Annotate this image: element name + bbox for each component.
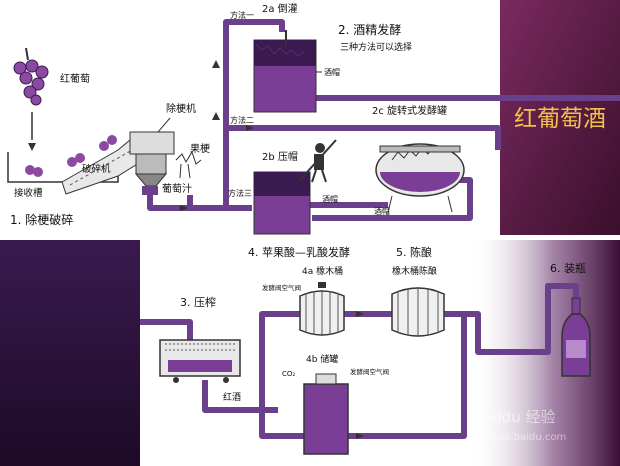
storage-tank-4b: [303, 373, 349, 455]
label-valve-4a: 发酵阀空气阀: [262, 283, 301, 292]
label-receiving-tank: 接收槽: [14, 187, 43, 199]
arrow-up-method1: [212, 60, 220, 68]
stems-pile: [175, 150, 202, 179]
label-cap-2c: 酒帽: [374, 206, 390, 216]
step6-label: 6. 装瓶: [550, 261, 586, 275]
label-co2: CO₂: [282, 370, 295, 378]
label-cap-2b: 酒帽: [322, 194, 338, 204]
label-red-wine: 红酒: [223, 391, 241, 403]
label-crusher: 破碎机: [82, 163, 111, 175]
step4a-label: 4a 橡木桶: [302, 265, 343, 277]
banner-title: 红葡萄酒: [514, 106, 606, 132]
arrow-right-bottom: [356, 433, 364, 439]
pipe-method2: [226, 125, 501, 150]
label-stems: 果梗: [190, 142, 210, 155]
label-method1: 方法一: [230, 10, 254, 20]
label-method3: 方法三: [228, 188, 252, 198]
step5-sub-label: 橡木桶陈酿: [392, 265, 437, 277]
watermark-url: jingyan.baidu.com: [473, 432, 566, 443]
step3-label: 3. 压榨: [180, 295, 216, 309]
label-cap-2a: 酒帽: [324, 67, 340, 77]
pipe-method1: [223, 19, 285, 208]
label-method2: 方法二: [230, 115, 254, 125]
pipe-red-wine: [202, 380, 278, 413]
label-destemmer: 除梗机: [166, 102, 196, 115]
pipe-upper-loop: [259, 311, 478, 410]
flow-arrows-lower: [356, 311, 364, 439]
watermark-text: Baidu 经验: [478, 408, 555, 426]
step2a-label: 2a 倒灌: [262, 3, 298, 15]
tank-2a: [253, 30, 317, 113]
label-must: 葡萄汁: [162, 182, 192, 195]
arrow-right-loop: [356, 311, 364, 317]
destemmer: [129, 117, 175, 195]
rotary-tank-2c: [375, 143, 465, 213]
step2-label: 2. 酒精发酵: [338, 22, 401, 37]
barrel-4a: [299, 282, 345, 336]
pipe-to-bottle: [464, 283, 579, 355]
tank-2b: [253, 139, 337, 235]
press-machine: [159, 339, 241, 383]
step1-label: 1. 除梗破碎: [10, 212, 73, 227]
arrow-right-must: [180, 205, 188, 211]
step4b-label: 4b 储罐: [306, 353, 338, 365]
arrow-down-receive: [28, 143, 36, 151]
step2b-label: 2b 压帽: [262, 150, 298, 163]
barrel-aging: [391, 287, 445, 337]
label-valve-4b: 发酵阀空气阀: [350, 367, 389, 376]
title-banner: [500, 0, 620, 235]
arrow-right-method2: [246, 125, 254, 131]
step4-label: 4. 苹果酸—乳酸发酵: [248, 245, 350, 259]
pipe-into-press: [140, 319, 193, 344]
pipe-must-to-2b: [147, 195, 252, 211]
left-dark-panel: [0, 240, 140, 466]
grape-bunch: [13, 47, 49, 106]
step2-note: 三种方法可以选择: [340, 41, 412, 53]
step5-label: 5. 陈酿: [396, 245, 432, 259]
label-grape: 红葡萄: [60, 72, 90, 85]
flow-arrows-upper: [28, 60, 254, 211]
wine-bottle: [561, 297, 591, 377]
arrow-up-method2: [212, 112, 220, 120]
step2c-label: 2c 旋转式发酵罐: [372, 104, 447, 117]
pipe-2c-return: [312, 177, 473, 221]
